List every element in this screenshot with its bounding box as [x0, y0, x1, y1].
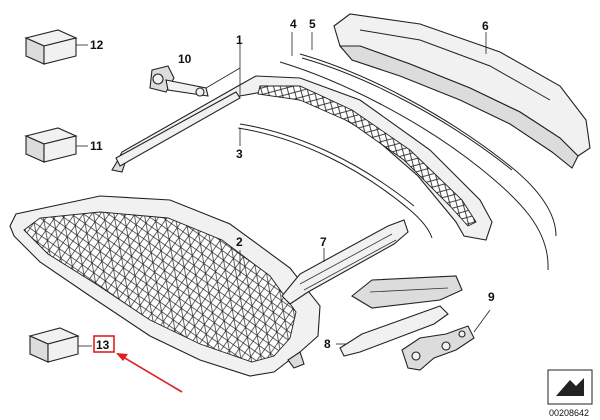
callout-11: 11: [90, 139, 103, 153]
part-9-hinge-linkage: [401, 309, 491, 371]
part-8-trim-strip: [336, 305, 449, 357]
callout-10: 10: [178, 52, 192, 66]
callout-3: 3: [236, 147, 243, 161]
part-13-box: [28, 327, 92, 363]
callout-13-highlight: 13: [93, 335, 183, 393]
callout-2: 2: [236, 235, 243, 249]
diagram-number: 00208642: [549, 408, 589, 418]
highlight-arrow: [117, 353, 183, 393]
part-5-seal-strip: [299, 32, 557, 237]
highlight-box: [93, 335, 115, 353]
part-1-roof-frame: [111, 44, 493, 241]
callout-13: 13: [96, 338, 110, 352]
part-3-seal: [237, 123, 433, 239]
callout-4: 4: [290, 17, 297, 31]
part-7-side-rail: [281, 219, 463, 309]
part-6-rear-panel: [333, 13, 591, 169]
callout-9: 9: [488, 290, 495, 304]
part-10-drive-motor: [149, 65, 241, 97]
callout-5: 5: [309, 17, 316, 31]
diagram-number-box: 00208642: [547, 369, 593, 418]
callout-12: 12: [90, 38, 104, 52]
callout-8: 8: [324, 337, 331, 351]
part-2-roof-panel: [9, 195, 321, 377]
callout-7: 7: [320, 235, 327, 249]
part-4-seal-strip: [279, 32, 549, 271]
part-11-box: [24, 127, 88, 163]
arrowhead-icon: [116, 353, 128, 361]
document-icon: [556, 378, 584, 396]
callout-1: 1: [236, 33, 243, 47]
callout-6: 6: [482, 19, 489, 33]
part-12-box: [24, 29, 88, 65]
